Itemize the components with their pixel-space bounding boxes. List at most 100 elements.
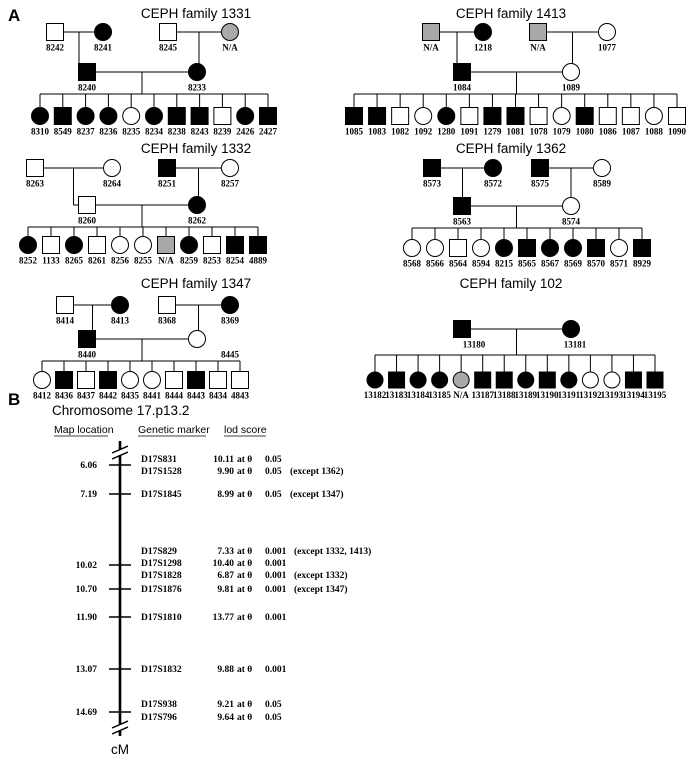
male-symbol [449, 239, 467, 257]
female-symbol [121, 371, 139, 389]
person-label: 8238 [168, 127, 187, 137]
person-label: 1084 [453, 83, 472, 93]
person-label: 8437 [77, 391, 96, 401]
person-label: 8242 [46, 43, 65, 53]
male-symbol [518, 239, 536, 257]
female-symbol [437, 107, 456, 125]
marker-name: D17S1298 [141, 559, 182, 569]
female-symbol [221, 23, 239, 41]
female-symbol [188, 330, 206, 348]
male-symbol [495, 371, 513, 389]
person-label: 8263 [26, 179, 45, 189]
person-label: 1082 [391, 127, 410, 137]
axis-break-mark [111, 726, 129, 735]
person-label: 8261 [88, 256, 107, 266]
person-label: 8369 [221, 316, 240, 326]
female-symbol [484, 159, 502, 177]
lod-score: 9.81 [217, 585, 234, 595]
person-label: 13193 [601, 390, 624, 400]
header-lod-score: lod score [224, 424, 267, 436]
male-symbol [158, 159, 176, 177]
marker-note: (except 1332, 1413) [294, 546, 371, 557]
theta-label: at θ [237, 455, 252, 465]
pedigree-title: CEPH family 1332 [141, 141, 251, 156]
axis-break-mark [111, 451, 129, 460]
lod-score: 6.87 [217, 571, 234, 581]
male-symbol [598, 107, 617, 125]
male-symbol [259, 107, 277, 125]
person-label: 1088 [645, 127, 664, 137]
theta-value: 0.05 [265, 455, 282, 465]
female-symbol [452, 371, 470, 389]
person-label: 8234 [145, 127, 164, 137]
male-symbol [226, 236, 244, 254]
lod-score: 10.11 [213, 455, 234, 465]
person-label: 8565 [518, 259, 537, 269]
map-location-label: 6.06 [80, 461, 97, 471]
male-symbol [422, 23, 440, 41]
person-label: 8572 [484, 179, 503, 189]
person-label: 1086 [599, 127, 618, 137]
theta-label: at θ [237, 547, 252, 557]
person-label: N/A [222, 43, 238, 53]
theta-label: at θ [237, 713, 252, 723]
marker-name: D17S1832 [141, 665, 182, 675]
marker-name: D17S1810 [141, 613, 182, 623]
person-label: 1090 [668, 127, 687, 137]
person-label: 4843 [231, 391, 250, 401]
male-symbol [157, 236, 175, 254]
person-label: 13184 [407, 390, 430, 400]
female-symbol [65, 236, 83, 254]
person-label: 1079 [553, 127, 572, 137]
male-symbol [575, 107, 594, 125]
person-label: 8233 [188, 83, 207, 93]
person-label: 13191 [558, 390, 581, 400]
person-label: 13190 [536, 390, 559, 400]
female-symbol [603, 371, 621, 389]
female-symbol [76, 107, 95, 125]
person-label: 8440 [78, 350, 97, 360]
marker-name: D17S831 [141, 455, 177, 465]
male-symbol [78, 330, 96, 348]
person-label: 8414 [56, 316, 75, 326]
male-symbol [159, 23, 177, 41]
female-symbol [517, 371, 535, 389]
female-symbol [33, 371, 51, 389]
male-symbol [99, 371, 117, 389]
theta-label: at θ [237, 571, 252, 581]
theta-value: 0.001 [265, 613, 287, 623]
person-label: 8262 [188, 216, 207, 226]
person-label: 8240 [78, 83, 97, 93]
male-symbol [167, 107, 186, 125]
female-symbol [366, 371, 384, 389]
person-label: 1091 [460, 127, 479, 137]
person-label: 13192 [579, 390, 602, 400]
male-symbol [587, 239, 605, 257]
male-symbol [53, 107, 72, 125]
person-label: 2427 [259, 127, 278, 137]
person-label: 8570 [587, 259, 606, 269]
female-symbol [94, 23, 112, 41]
person-label: 8236 [99, 127, 118, 137]
male-symbol [26, 159, 44, 177]
person-label: 8569 [564, 259, 583, 269]
male-symbol [633, 239, 651, 257]
male-symbol [88, 236, 106, 254]
header-genetic-marker: Genetic marker [138, 424, 210, 436]
person-label: 2426 [236, 127, 255, 137]
female-symbol [221, 296, 239, 314]
person-label: 1133 [42, 256, 60, 266]
person-label: 8573 [423, 179, 442, 189]
female-symbol [562, 197, 580, 215]
female-symbol [598, 23, 616, 41]
person-label: 8567 [541, 259, 560, 269]
female-symbol [644, 107, 663, 125]
lod-score: 8.99 [217, 490, 234, 500]
female-symbol [562, 320, 580, 338]
female-symbol [581, 371, 599, 389]
person-label: 8589 [593, 179, 612, 189]
person-label: 1092 [414, 127, 433, 137]
male-symbol [249, 236, 267, 254]
